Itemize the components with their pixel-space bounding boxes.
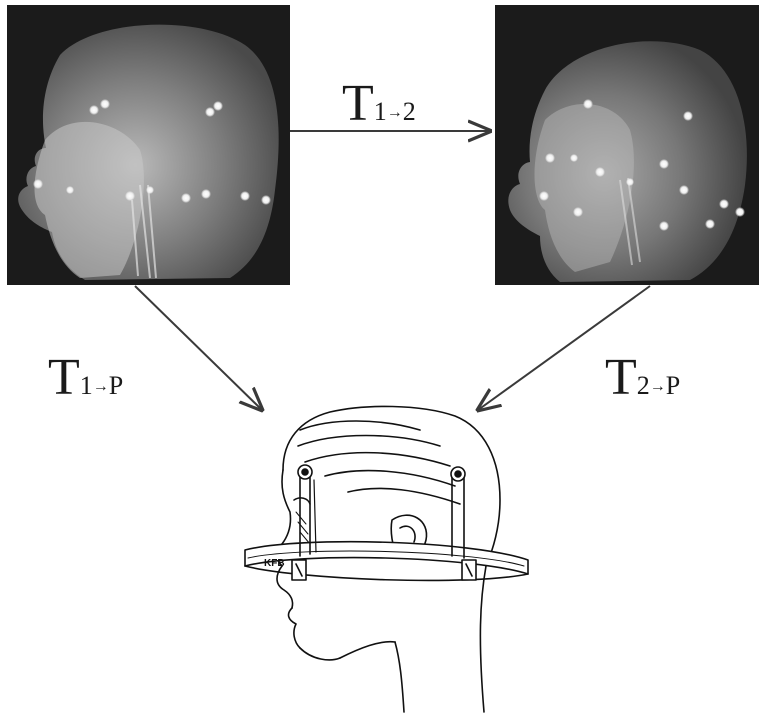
transform-label-t1p: T1→P <box>48 352 123 404</box>
patient-head-frame-icon <box>245 406 528 712</box>
transform-label-t12: T1→2 <box>342 78 416 130</box>
arrow-scan1-to-patient <box>135 286 262 410</box>
frame-plate-label: KFB <box>264 558 285 569</box>
scan-1-mri-icon <box>7 5 290 285</box>
scan-2-mri-icon <box>495 5 759 285</box>
transform-label-t2p: T2→P <box>605 352 680 404</box>
